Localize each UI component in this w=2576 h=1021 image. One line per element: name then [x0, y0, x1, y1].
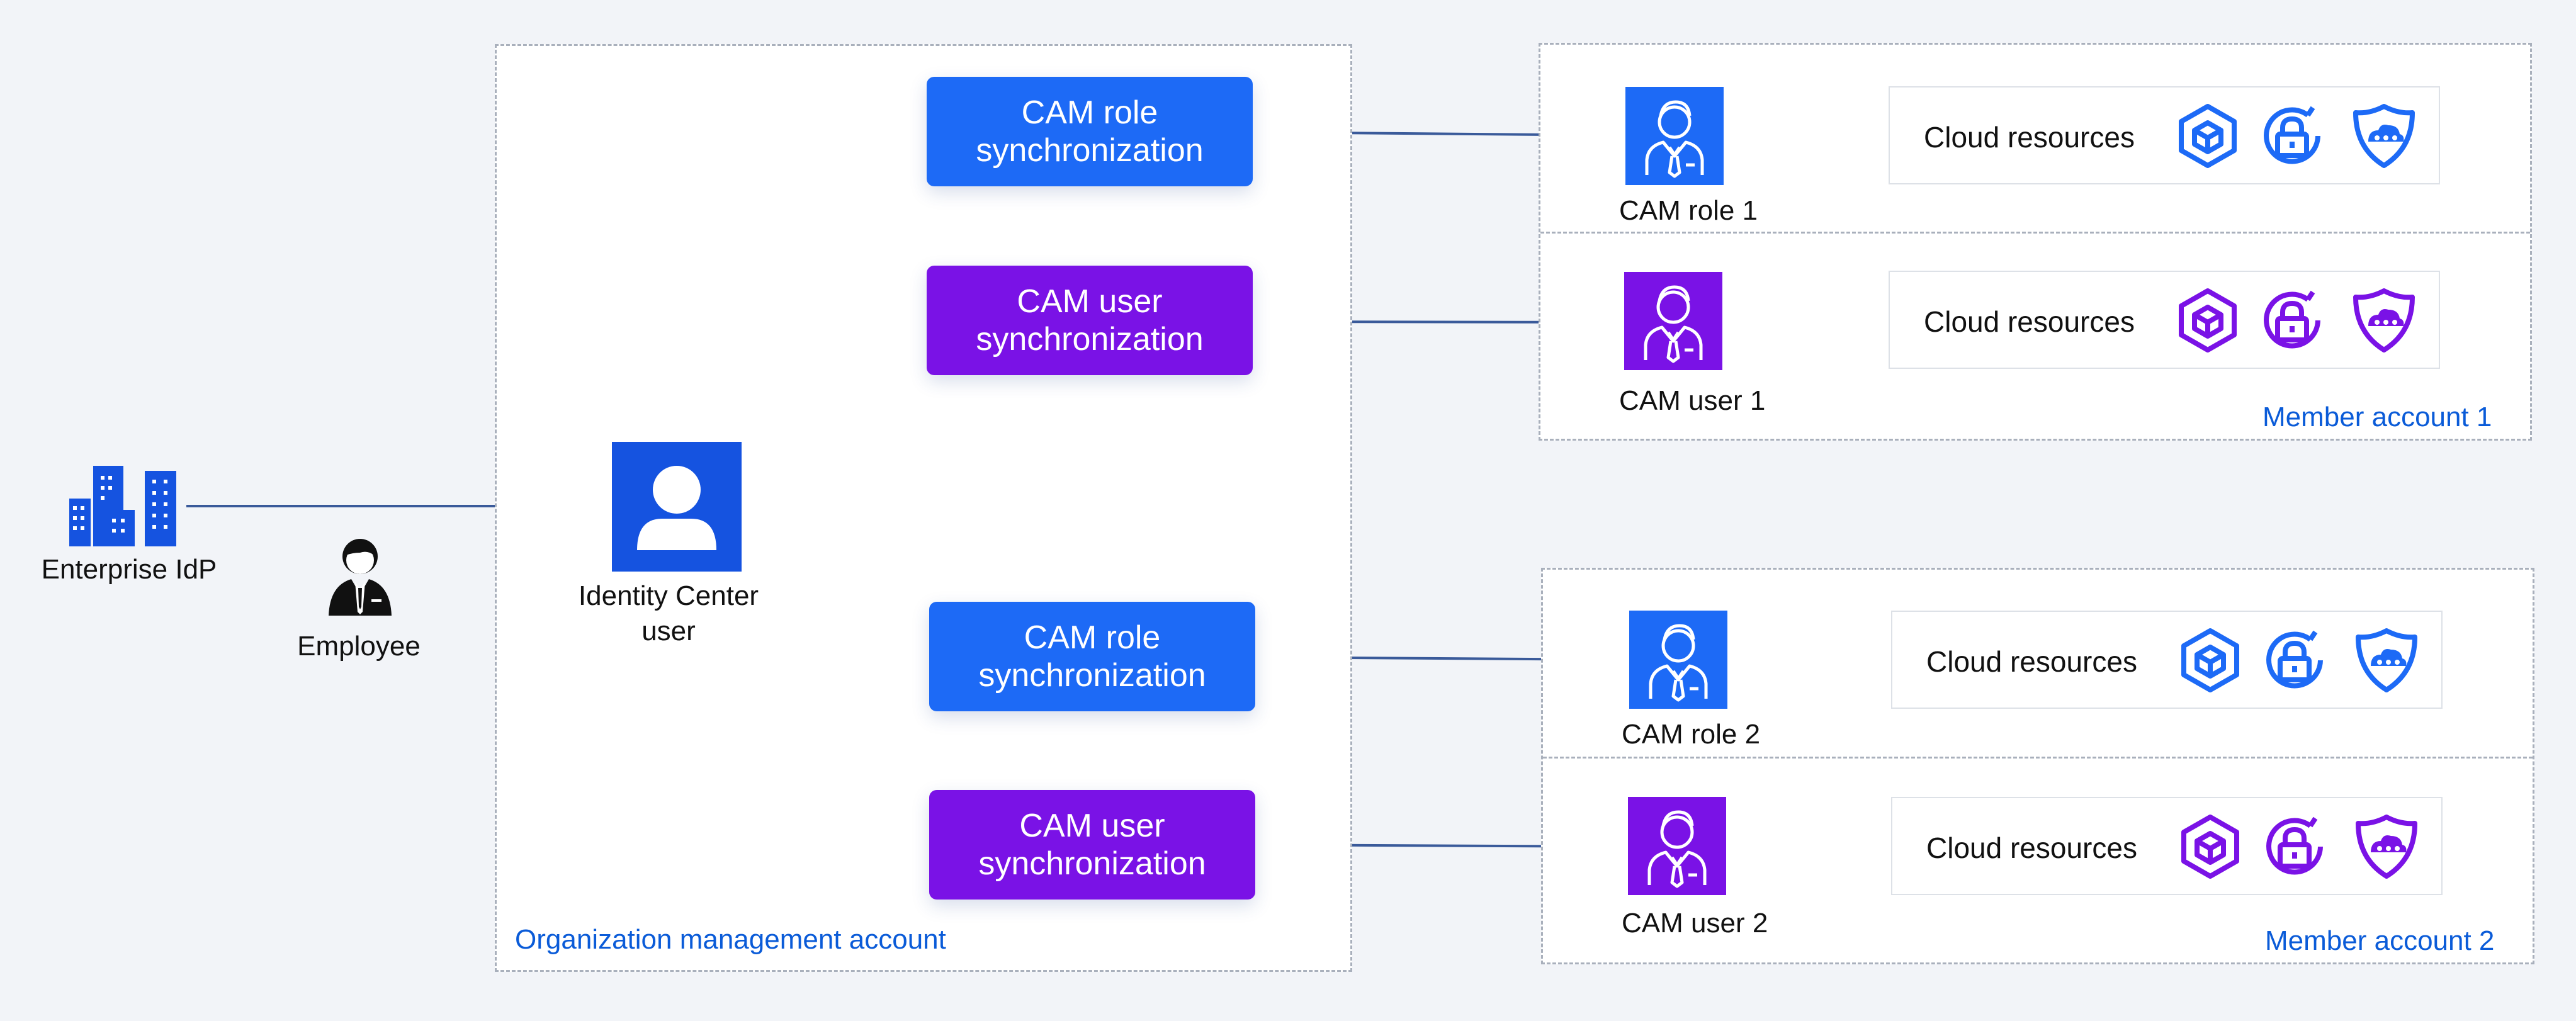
- cloud-resources-label-4: Cloud resources: [1926, 832, 2137, 864]
- cloud-resources-box-4: Cloud resources: [1891, 797, 2443, 895]
- member-account-1-label: Member account 1: [2262, 402, 2492, 432]
- cube-icon: [2173, 286, 2242, 355]
- shield-icon: [2349, 101, 2419, 171]
- cloud-resources-label-1: Cloud resources: [1924, 121, 2135, 154]
- cam-user-2-node: [1628, 797, 1726, 895]
- lock-icon: [2257, 286, 2327, 355]
- shield-icon: [2349, 286, 2419, 355]
- member-account-2-divider: [1543, 757, 2533, 759]
- user-icon: [637, 466, 716, 550]
- cube-icon: [2173, 101, 2242, 171]
- sync-box-4-line1: CAM user: [1019, 808, 1165, 844]
- cam-role-icon: [1645, 100, 1704, 178]
- cloud-resources-box-2: Cloud resources: [1889, 271, 2440, 369]
- cam-user-icon: [1644, 285, 1703, 363]
- cam-user-1-label: CAM user 1: [1619, 385, 1766, 416]
- cam-role-1-label: CAM role 1: [1619, 195, 1758, 226]
- identity-center-user-node: [612, 442, 742, 572]
- sync-box-1-line1: CAM role: [1021, 94, 1158, 131]
- sync-box-3-line1: CAM role: [1024, 619, 1161, 656]
- cloud-resources-box-1: Cloud resources: [1889, 86, 2440, 184]
- member-account-1-divider: [1540, 232, 2530, 234]
- lock-icon: [2260, 626, 2329, 695]
- sync-box-2-line2: synchronization: [976, 321, 1204, 358]
- cam-role-icon: [1649, 624, 1708, 702]
- building-icon: [69, 466, 176, 546]
- cam-role-2-label: CAM role 2: [1622, 719, 1761, 750]
- sync-box-1-line2: synchronization: [976, 132, 1204, 169]
- sync-box-4-line2: synchronization: [978, 845, 1206, 882]
- cam-user-1-node: [1624, 272, 1722, 370]
- member-account-2-label: Member account 2: [2265, 925, 2495, 956]
- employee-label: Employee: [297, 631, 421, 662]
- lock-icon: [2257, 101, 2327, 171]
- cube-icon: [2176, 812, 2245, 881]
- organization-management-account-label: Organization management account: [515, 924, 946, 955]
- employee-icon: [329, 539, 392, 616]
- sync-box-3-line2: synchronization: [978, 657, 1206, 694]
- identity-center-user-label-2: user: [641, 616, 696, 646]
- cube-icon: [2176, 626, 2245, 695]
- identity-center-user-label-1: Identity Center: [578, 580, 759, 611]
- enterprise-idp-label: Enterprise IdP: [41, 554, 217, 585]
- cloud-resources-label-2: Cloud resources: [1924, 305, 2135, 338]
- shield-icon: [2352, 626, 2421, 695]
- cloud-resources-box-3: Cloud resources: [1891, 611, 2443, 709]
- lock-icon: [2260, 812, 2329, 881]
- cloud-resources-label-3: Cloud resources: [1926, 645, 2137, 678]
- shield-icon: [2352, 812, 2421, 881]
- cam-user-2-label: CAM user 2: [1622, 908, 1768, 939]
- employee: [324, 534, 397, 616]
- cam-user-icon: [1647, 810, 1707, 888]
- sync-box-2-line1: CAM user: [1017, 283, 1163, 320]
- enterprise-idp: [69, 466, 183, 546]
- cam-role-2-node: [1629, 611, 1727, 709]
- cam-role-1-node: [1625, 87, 1724, 185]
